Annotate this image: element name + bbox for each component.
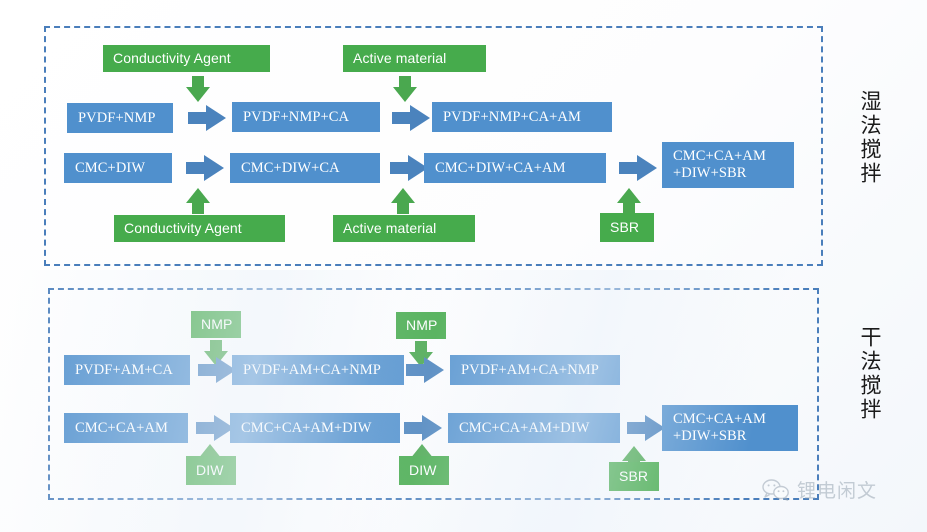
flow-arrow-wet-r1-1 xyxy=(188,105,226,131)
additive-conductivity-agent-wet-2[interactable]: Conductivity Agent xyxy=(114,215,285,242)
additive-diw-dry-2[interactable]: DIW xyxy=(399,456,449,485)
side-label-wet-mixing: 湿法搅拌 xyxy=(858,90,882,186)
flow-arrow-wet-r2-1 xyxy=(186,155,224,181)
flow-arrow-dry-r1-1 xyxy=(198,357,236,383)
node-cmc-ca-am-diw-1[interactable]: CMC+CA+AM+DIW xyxy=(230,413,400,443)
flow-arrow-wet-r2-2 xyxy=(390,155,428,181)
side-label-dry-mixing: 干法搅拌 xyxy=(858,326,882,422)
node-cmc-ca-am-diw-sbr-dry[interactable]: CMC+CA+AM +DIW+SBR xyxy=(662,405,798,451)
additive-sbr-wet[interactable]: SBR xyxy=(600,213,654,242)
group-box-dry-mixing xyxy=(48,288,819,500)
node-pvdf-am-ca[interactable]: PVDF+AM+CA xyxy=(64,355,190,385)
node-cmc-diw[interactable]: CMC+DIW xyxy=(64,153,172,183)
node-pvdf-nmp-ca-am[interactable]: PVDF+NMP+CA+AM xyxy=(432,102,612,132)
additive-sbr-dry[interactable]: SBR xyxy=(609,462,659,491)
flow-arrow-dry-r1-2 xyxy=(406,357,444,383)
up-arrow-wet-r2-a2 xyxy=(391,188,415,214)
node-cmc-diw-ca-am[interactable]: CMC+DIW+CA+AM xyxy=(424,153,606,183)
group-box-wet-mixing xyxy=(44,26,823,266)
up-arrow-wet-r2-a3 xyxy=(617,188,641,214)
additive-conductivity-agent-wet-1[interactable]: Conductivity Agent xyxy=(103,45,270,72)
node-pvdf-am-ca-nmp-2[interactable]: PVDF+AM+CA+NMP xyxy=(450,355,620,385)
node-pvdf-nmp-ca[interactable]: PVDF+NMP+CA xyxy=(232,102,380,132)
node-cmc-diw-ca[interactable]: CMC+DIW+CA xyxy=(230,153,380,183)
additive-diw-dry-1[interactable]: DIW xyxy=(186,456,236,485)
up-arrow-wet-r2-a1 xyxy=(186,188,210,214)
down-arrow-wet-r1-a2 xyxy=(393,76,417,102)
flow-arrow-dry-r2-3 xyxy=(627,415,665,441)
flow-arrow-wet-r2-3 xyxy=(619,155,657,181)
flow-arrow-wet-r1-2 xyxy=(392,105,430,131)
additive-nmp-dry-2[interactable]: NMP xyxy=(396,312,446,339)
additive-nmp-dry-1[interactable]: NMP xyxy=(191,311,241,338)
node-cmc-ca-am-diw-2[interactable]: CMC+CA+AM+DIW xyxy=(448,413,620,443)
node-pvdf-am-ca-nmp-1[interactable]: PVDF+AM+CA+NMP xyxy=(232,355,404,385)
additive-active-material-wet-1[interactable]: Active material xyxy=(343,45,486,72)
node-cmc-ca-am[interactable]: CMC+CA+AM xyxy=(64,413,188,443)
additive-active-material-wet-2[interactable]: Active material xyxy=(333,215,475,242)
down-arrow-wet-r1-a1 xyxy=(186,76,210,102)
flow-arrow-dry-r2-1 xyxy=(196,415,234,441)
node-pvdf-nmp[interactable]: PVDF+NMP xyxy=(67,103,173,133)
flow-arrow-dry-r2-2 xyxy=(404,415,442,441)
node-cmc-ca-am-diw-sbr-wet[interactable]: CMC+CA+AM +DIW+SBR xyxy=(662,142,794,188)
